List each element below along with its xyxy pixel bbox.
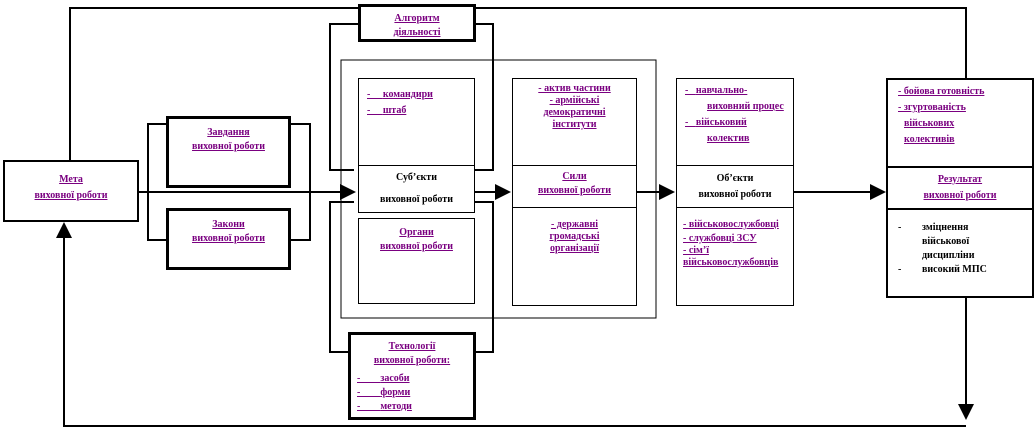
result-title: Результат [937,174,983,185]
laws-title: Закони [212,219,245,230]
objects-bottom-1: - військовослужбовці [683,219,779,230]
central-frame [340,59,657,319]
technologies-item-1: - засоби [357,373,410,384]
goal-title: Мета [59,174,83,185]
left-bracket [147,123,166,241]
technologies-subtitle: виховної роботи: [373,355,451,366]
subjects-subtitle: виховної роботи [380,194,453,205]
objects-bottom-4: військовослужбовців [683,257,779,268]
right-bracket [290,123,311,241]
bodies-title: Органи [399,227,434,238]
technologies-title: Технології [388,341,436,352]
result-subtitle: виховної роботи [923,190,997,201]
forces-top-4: інститути [552,119,597,130]
result-top-2: - згуртованість [898,102,966,113]
result-top-1: - бойова готовність [898,86,985,97]
laws-subtitle: виховної роботи [192,233,265,244]
subjects-items-box: - командири - штаб [358,78,475,166]
algorithm-left-line [329,23,358,171]
objects-top-4: колектив [707,133,750,144]
algorithm-title: Алгоритм [394,13,440,24]
forces-bottom-2: громадські [549,231,600,242]
result-bottom-1: зміцнення [922,222,969,233]
result-bottom-4: високий МПС [922,264,987,275]
result-bottom-3: дисципліни [922,250,975,261]
result-bottom-dash-2: - [898,264,902,275]
tasks-box: Завдання виховної роботи [166,116,291,188]
forces-title: Сили [562,171,587,182]
bottom-loop-line [56,222,966,427]
tasks-subtitle: виховної роботи [192,141,265,152]
technologies-item-3: - методи [357,401,412,412]
bodies-box: Органи виховної роботи [358,218,475,304]
algorithm-right-line [474,23,494,171]
forces-top-2: - армійські [549,95,600,106]
subjects-item-2: - штаб [367,105,407,116]
algorithm-subtitle: діяльності [393,27,441,38]
objects-bottom-2: - службовці ЗСУ [683,233,757,244]
result-column: - бойова готовність - згуртованість війс… [886,78,1034,298]
objects-column: - навчально- виховний процес - військови… [676,78,794,306]
subjects-title: Суб’єкти [396,172,437,183]
objects-title: Об’єкти [716,173,754,184]
subjects-item-1: - командири [367,89,433,100]
technology-left-line [329,201,354,353]
technologies-item-2: - форми [357,387,411,398]
objects-subtitle: виховної роботи [698,189,772,200]
forces-subtitle: виховної роботи [538,185,611,196]
objects-top-3: - військовий [685,117,747,128]
goal-subtitle: виховної роботи [34,190,108,201]
forces-column: - актив частини - армійські демократичні… [512,78,637,306]
technologies-box: Технології виховної роботи: - засоби - ф… [348,332,476,420]
forces-top-1: - актив частини [538,83,611,94]
objects-top-1: - навчально- [685,85,748,96]
result-bottom-dash: - [898,222,902,233]
objects-bottom-3: - сім’ї [683,245,709,256]
goal-box: Мета виховної роботи [3,160,139,222]
objects-top-2: виховний процес [707,101,784,112]
laws-box: Закони виховної роботи [166,208,291,270]
result-top-3: військових [904,118,955,129]
tasks-title: Завдання [207,127,250,138]
forces-top-3: демократичні [543,107,606,118]
forces-bottom-1: - державні [550,219,599,230]
bodies-subtitle: виховної роботи [380,241,453,252]
result-top-4: колективів [904,134,955,145]
technology-right-line [474,201,494,353]
algorithm-box: Алгоритм діяльності [358,4,476,42]
result-bottom-2: військової [922,236,970,247]
forces-bottom-3: організації [550,243,599,254]
subjects-title-box: Суб’єкти виховної роботи [358,165,475,213]
